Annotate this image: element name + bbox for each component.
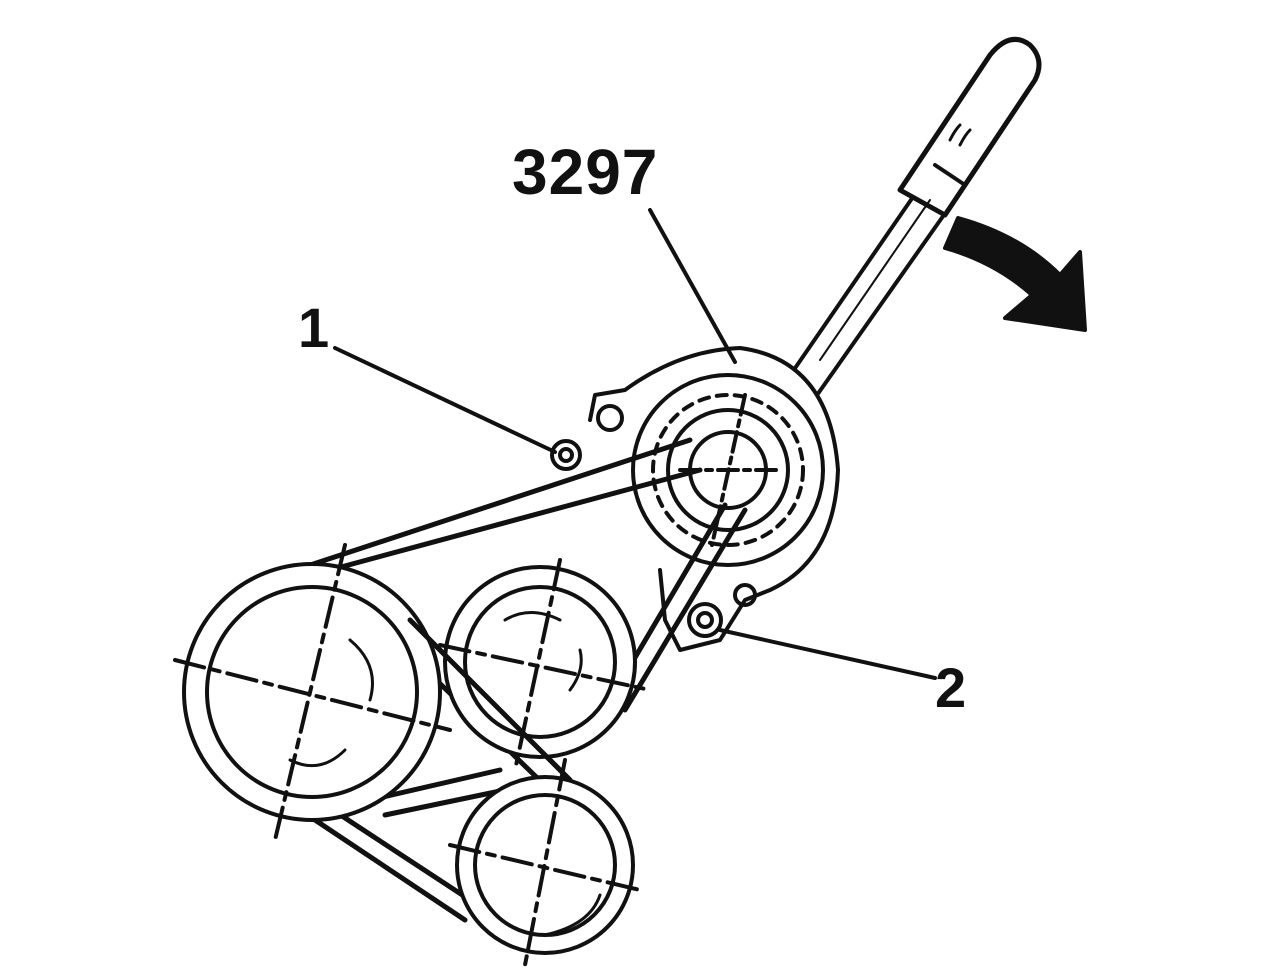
lower-pulley bbox=[448, 758, 642, 967]
tensioner-wrench-handle bbox=[778, 36, 1042, 407]
rotation-arrow-icon bbox=[943, 216, 1087, 332]
leader-3297 bbox=[648, 208, 737, 364]
leader-1 bbox=[333, 346, 557, 454]
accessory-pulley bbox=[407, 558, 652, 783]
callout-2: 2 bbox=[935, 656, 967, 719]
callout-1: 1 bbox=[298, 296, 330, 359]
leader-2 bbox=[718, 628, 937, 680]
callout-tool-3297: 3297 bbox=[512, 136, 659, 208]
crankshaft-pulley bbox=[173, 543, 452, 842]
